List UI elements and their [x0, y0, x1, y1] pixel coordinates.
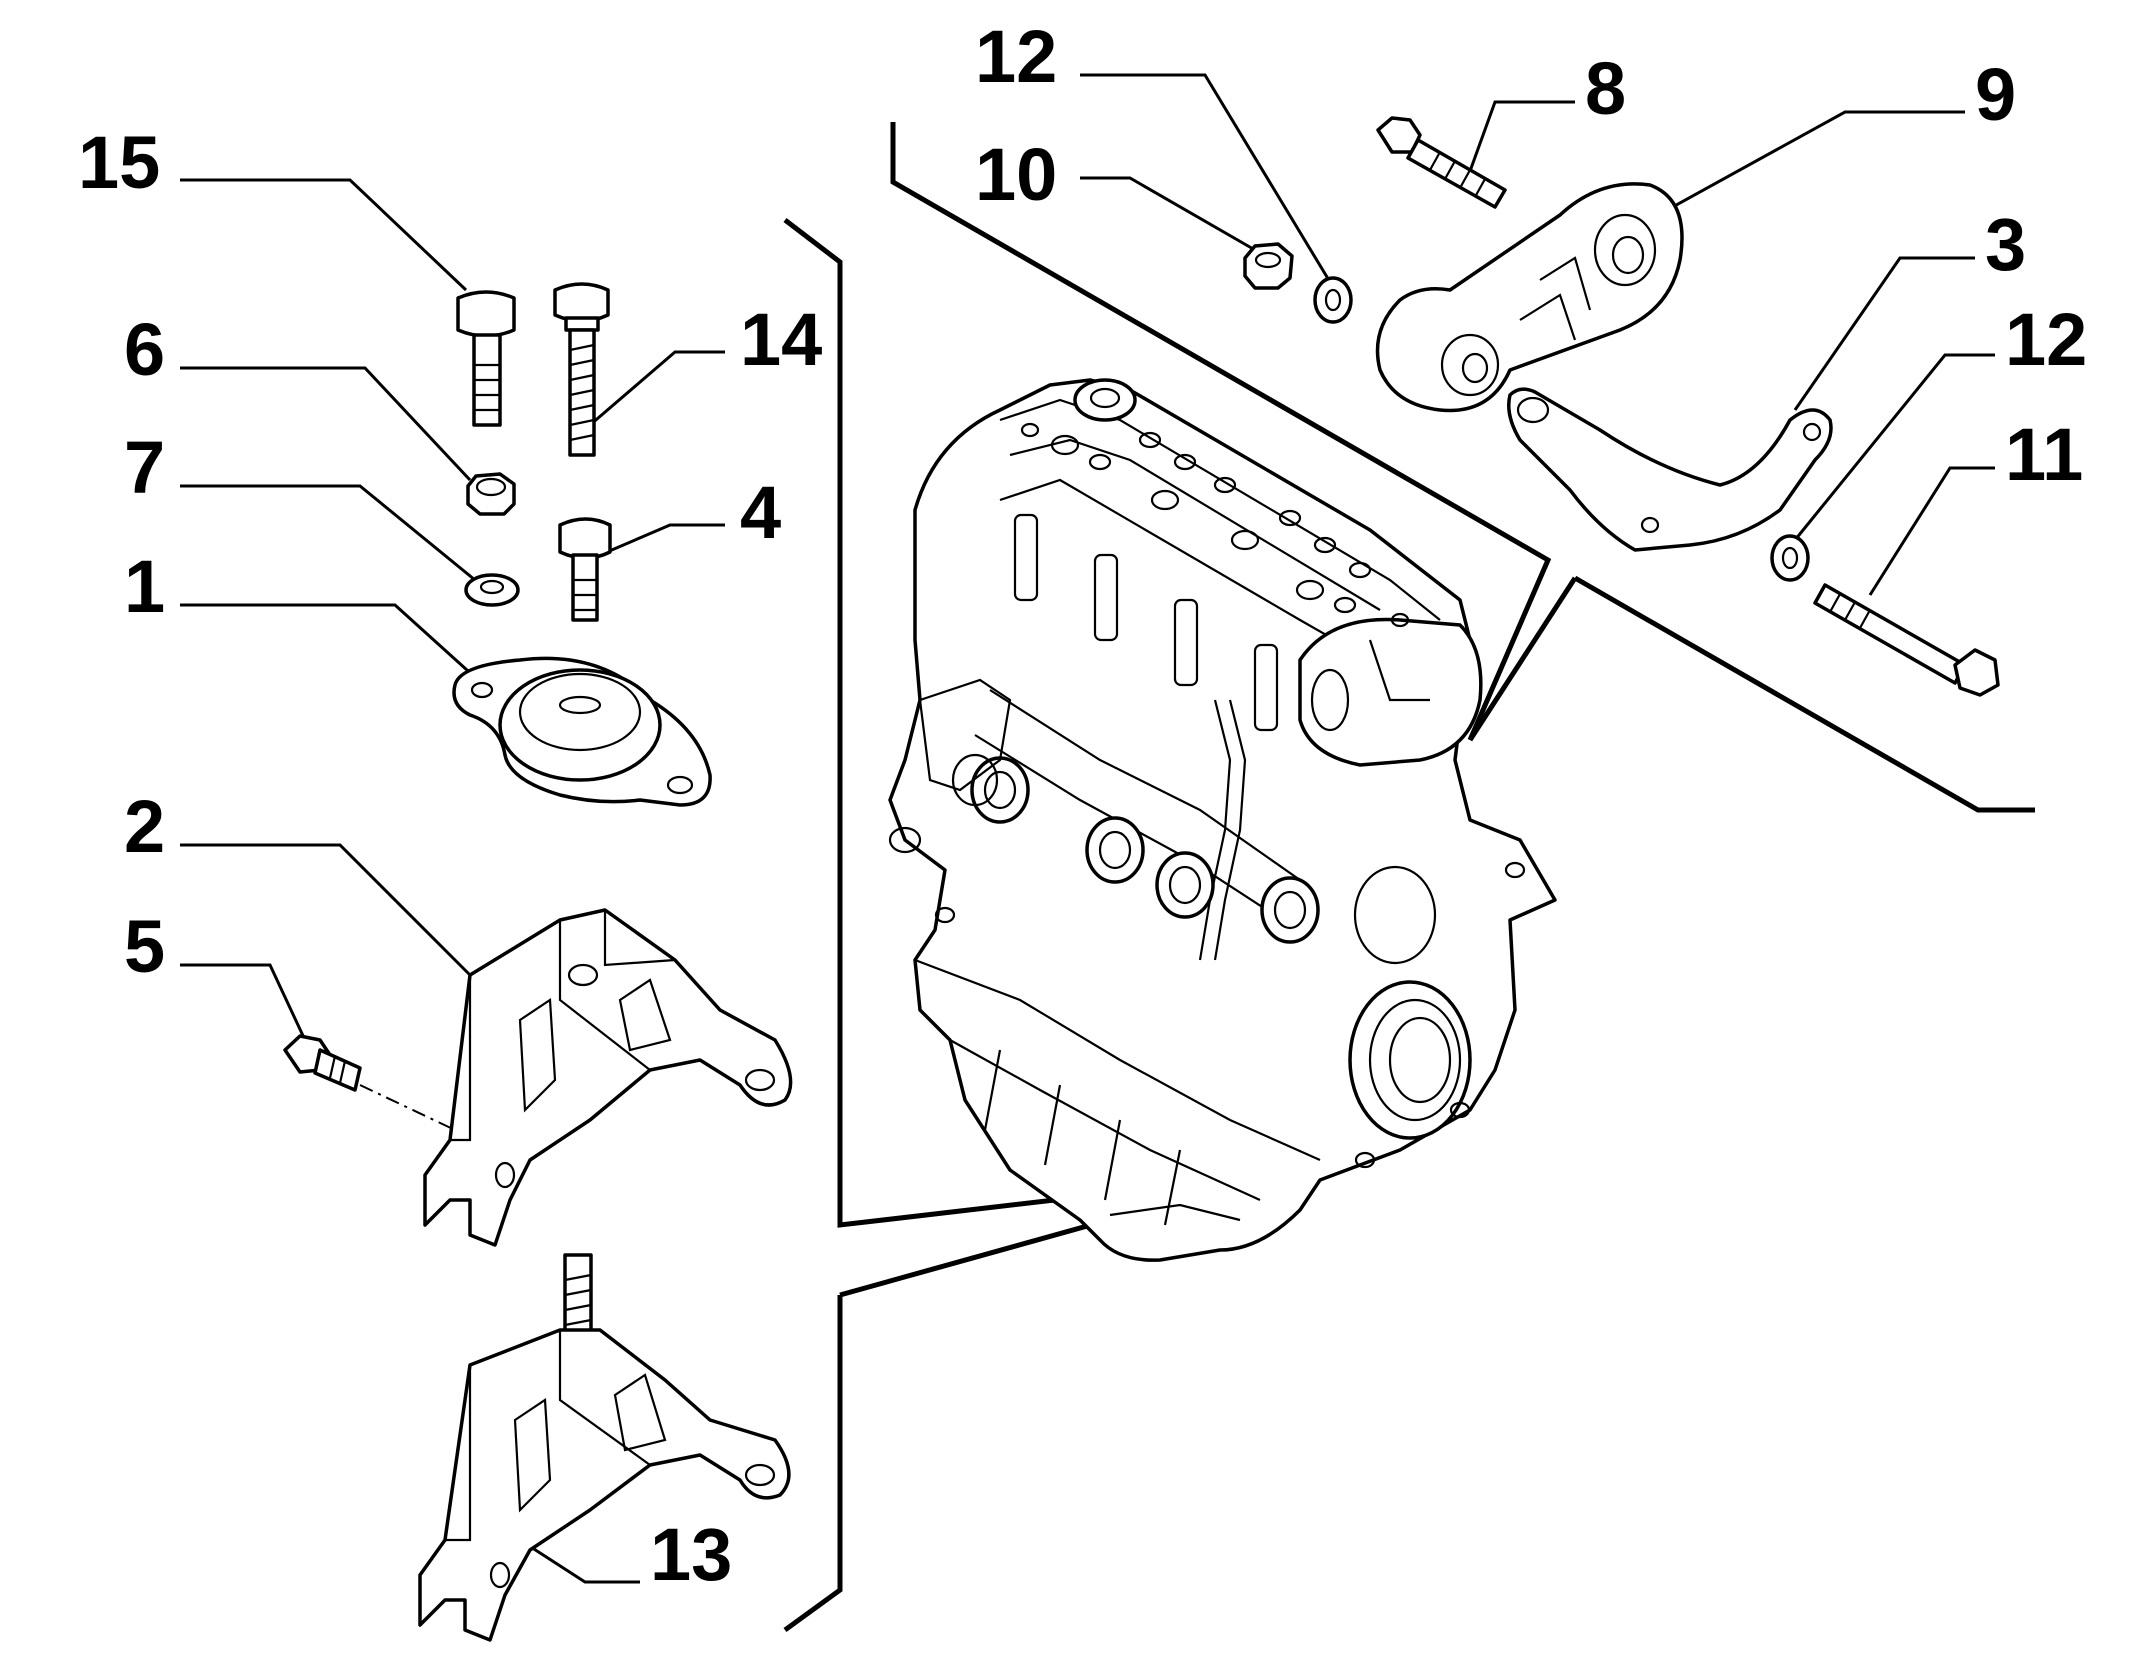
- bolt-4: [558, 517, 612, 622]
- bolt-14: [553, 282, 610, 457]
- callout-13: 13: [650, 1513, 732, 1596]
- callout-12-top: 12: [975, 15, 1057, 98]
- washer-7: [464, 573, 520, 607]
- callout-8: 8: [1585, 47, 1626, 130]
- bolt-8: [1376, 116, 1507, 209]
- callout-2: 2: [124, 785, 165, 868]
- mount-1: [452, 656, 712, 807]
- callout-15: 15: [78, 121, 160, 204]
- bracket-13: [418, 1253, 791, 1642]
- nut-6: [466, 472, 516, 516]
- bolt-15: [456, 290, 516, 427]
- callout-6: 6: [124, 308, 165, 391]
- link-bracket-3: [1507, 387, 1833, 552]
- washer-12-top: [1313, 276, 1353, 324]
- callout-11: 11: [2005, 413, 2083, 496]
- bolt-5: [283, 1034, 456, 1131]
- callout-10: 10: [975, 133, 1057, 216]
- torque-rod-9: [1375, 182, 1684, 413]
- callout-14: 14: [740, 298, 822, 381]
- engine-block: [888, 378, 1557, 1262]
- washer-12-right: [1770, 534, 1810, 582]
- callout-1: 1: [124, 545, 165, 628]
- callout-12-right: 12: [2005, 298, 2087, 381]
- callout-3: 3: [1985, 203, 2026, 286]
- bolt-11: [1813, 583, 2000, 697]
- callout-7: 7: [124, 426, 165, 509]
- nut-10: [1243, 242, 1294, 290]
- callout-9: 9: [1975, 53, 2016, 136]
- callout-5: 5: [124, 905, 165, 988]
- leader-lines: [180, 73, 1995, 1584]
- bracket-2: [423, 908, 793, 1247]
- callout-4: 4: [740, 471, 781, 554]
